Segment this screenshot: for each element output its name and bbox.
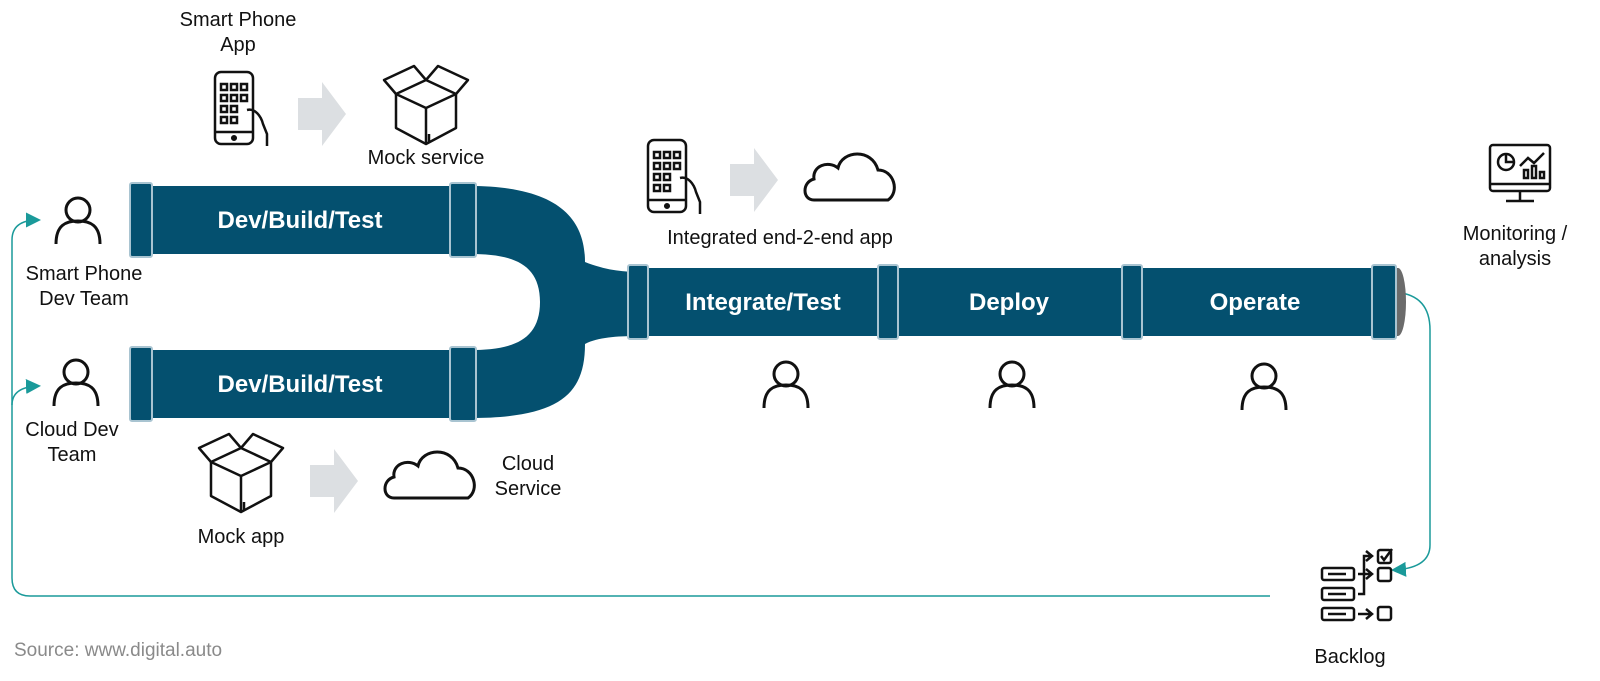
smart-phone-app-label: Smart Phone App (179, 9, 297, 56)
feedback-loop-line (1389, 291, 1431, 577)
cloud-icon (383, 450, 476, 500)
feedback-branch-line (11, 378, 41, 406)
bottom-dev-build-test-label: Dev/Build/Test (217, 371, 383, 398)
top-dev-build-test-label: Dev/Build/Test (217, 207, 383, 234)
cloud-service-label: Cloud Service (494, 453, 562, 500)
monitor-chart-icon (1488, 143, 1552, 203)
backlog-list-icon (1320, 548, 1394, 622)
block-arrow-icon (298, 82, 346, 146)
integrated-app-label: Integrated end-2-end app (667, 227, 893, 249)
cloud-icon (803, 152, 896, 202)
person-icon (762, 360, 810, 410)
block-arrow-icon (730, 148, 778, 212)
mock-app-label: Mock app (197, 526, 285, 548)
mock-service-label: Mock service (367, 147, 485, 169)
box-icon (382, 64, 470, 146)
bottom-pipe (130, 350, 475, 418)
pipe-seams (129, 182, 1397, 422)
box-icon (197, 432, 285, 514)
integrate-test-label: Integrate/Test (685, 289, 841, 316)
backlog-label: Backlog (1314, 646, 1386, 668)
feedback-return-line (11, 212, 1270, 597)
pipe-merge (470, 186, 645, 418)
person-icon (52, 358, 100, 408)
smartphone-icon (213, 70, 269, 148)
person-icon (988, 360, 1036, 410)
operate-label: Operate (1209, 289, 1301, 316)
top-pipe (130, 186, 475, 254)
source-caption: Source: www.digital.auto (14, 640, 223, 661)
main-pipe (640, 268, 1398, 336)
smartphone-icon (646, 138, 702, 216)
monitoring-analysis-label: Monitoring / analysis (1462, 223, 1568, 270)
deploy-label: Deploy (968, 289, 1049, 316)
person-icon (54, 196, 102, 246)
person-icon (1240, 362, 1288, 412)
block-arrow-icon (310, 449, 358, 513)
smart-phone-dev-team-label: Smart Phone Dev Team (25, 263, 143, 310)
cloud-dev-team-label: Cloud Dev Team (25, 419, 119, 466)
